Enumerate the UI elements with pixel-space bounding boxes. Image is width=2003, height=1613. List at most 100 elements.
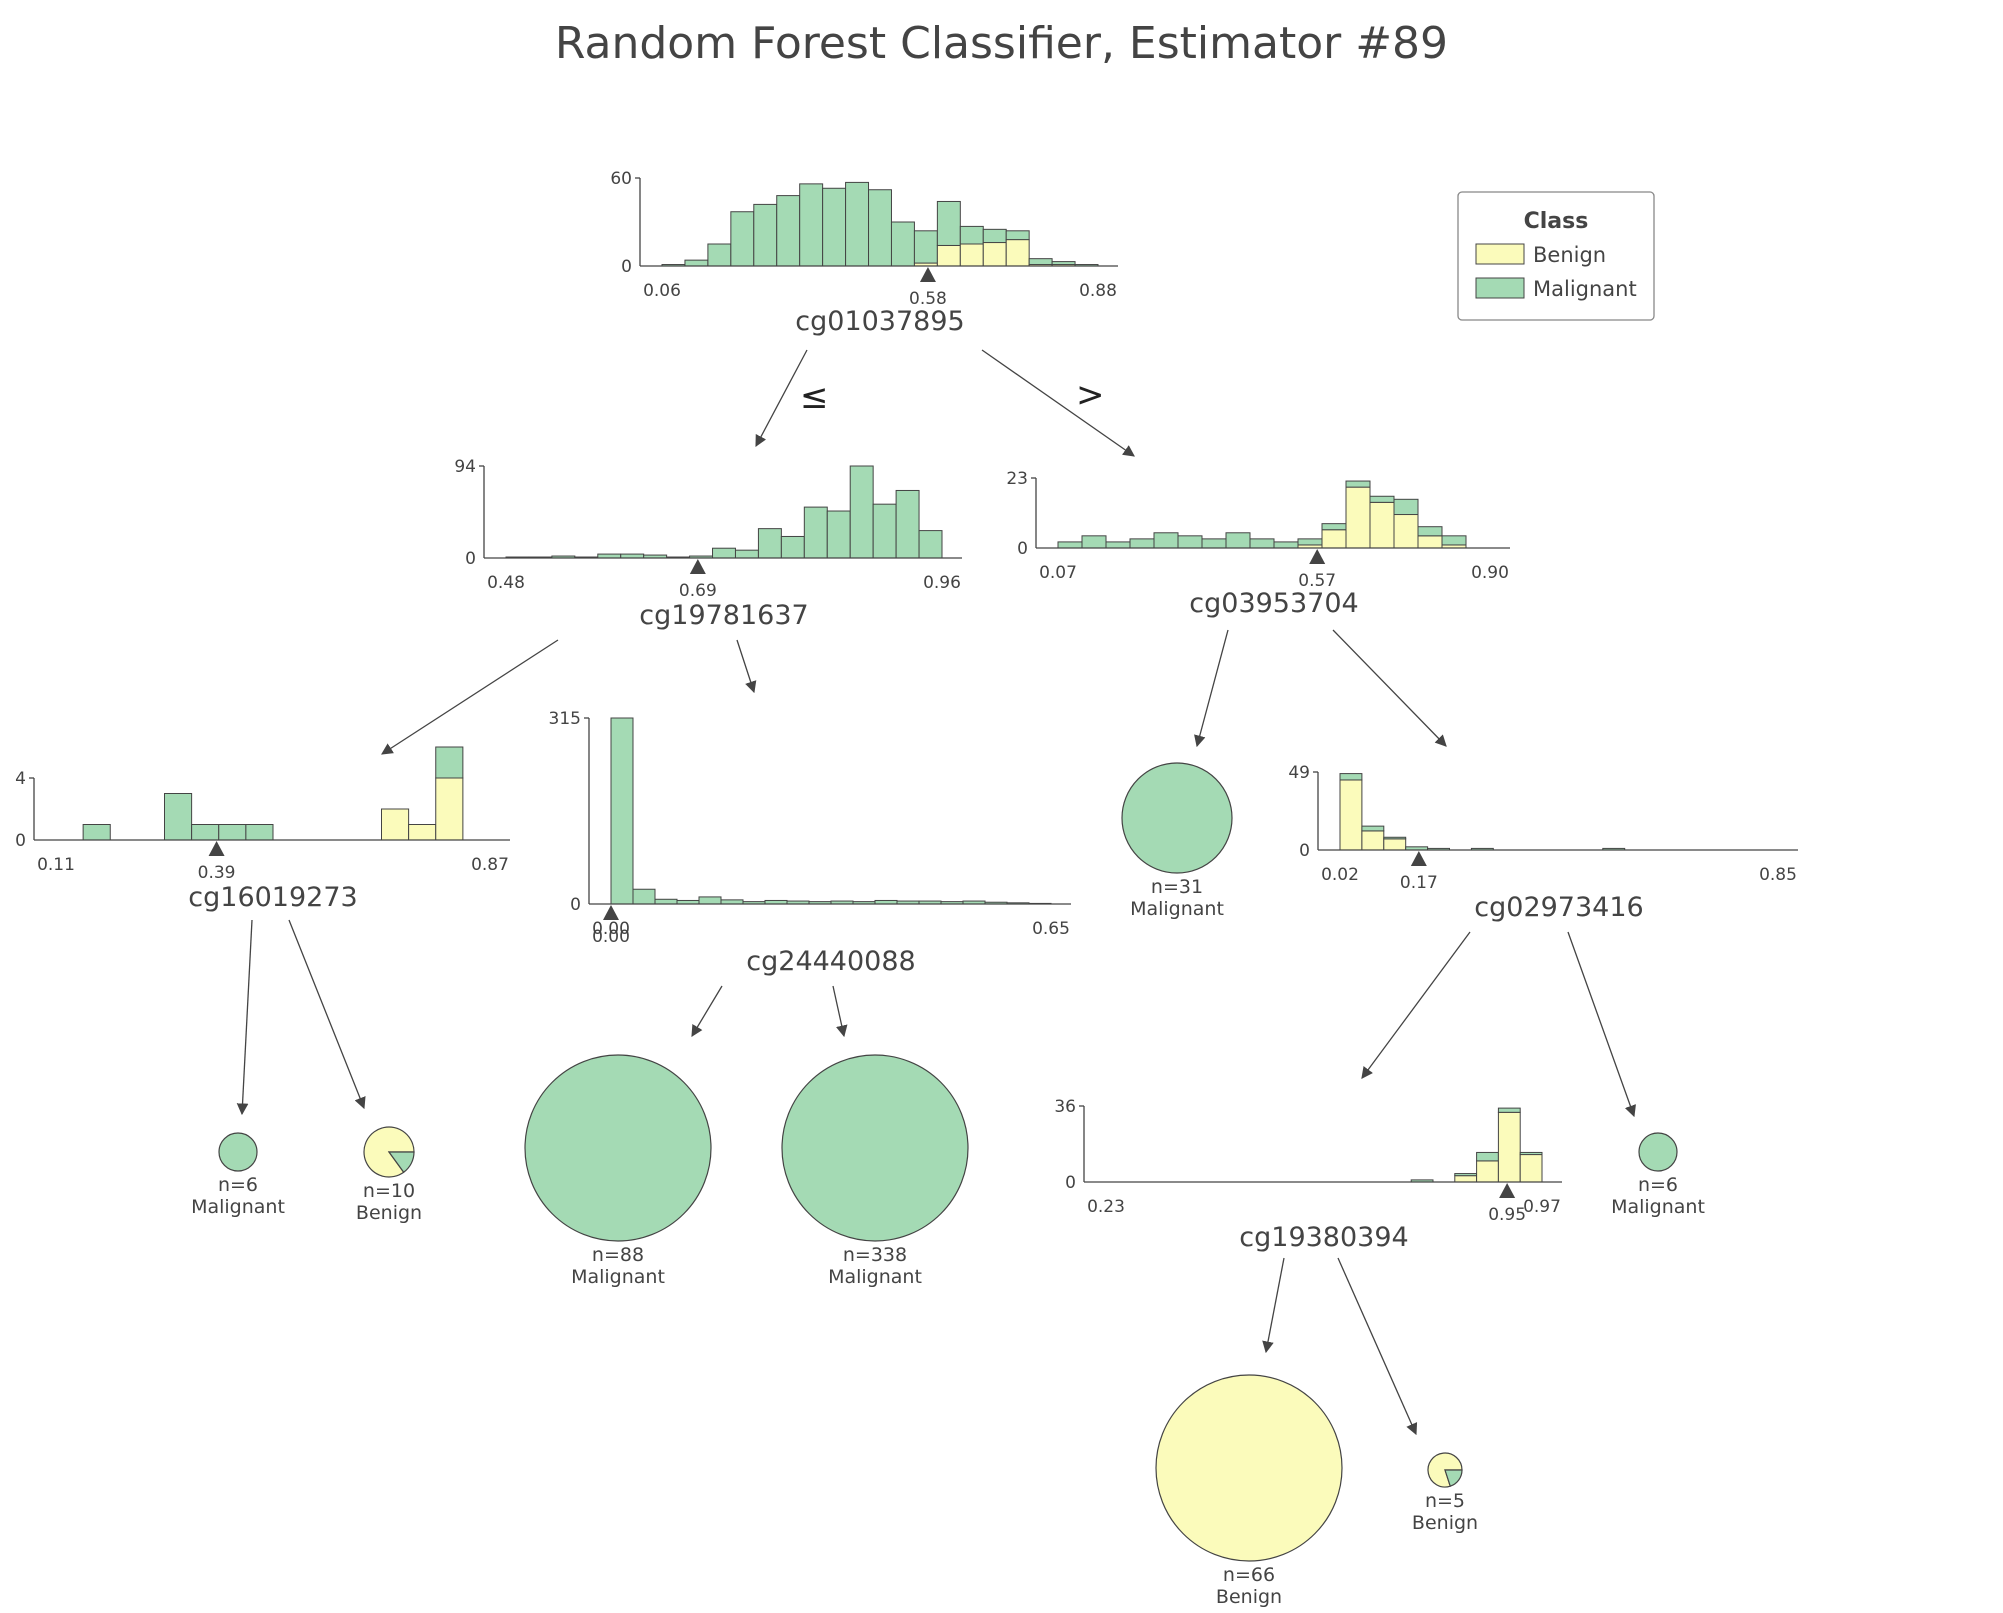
x-tick-label-max: 0.87 <box>471 855 509 875</box>
histogram-bar-malignant <box>826 510 851 559</box>
edge-n0-n2 <box>981 349 1135 457</box>
histogram-bar-malignant <box>776 195 801 267</box>
legend-label-malignant: Malignant <box>1533 277 1637 301</box>
histogram-bar-malignant <box>1129 538 1155 549</box>
feature-name: cg24440088 <box>746 946 915 977</box>
y-tick-label-min: 0 <box>1065 1173 1076 1193</box>
feature-name: cg01037895 <box>795 306 964 337</box>
histogram-bar-malignant <box>1201 538 1227 549</box>
histogram-bar-malignant <box>780 535 805 559</box>
histogram-bar-malignant <box>1321 523 1347 531</box>
edge-n1-n4 <box>736 639 757 694</box>
x-tick-label-max: 0.97 <box>1523 1197 1561 1217</box>
histogram-bar-malignant <box>610 717 634 905</box>
split-marker <box>919 267 936 282</box>
histogram-bar-malignant <box>654 898 678 905</box>
histogram-bar-malignant <box>245 824 274 841</box>
split-threshold-label: 0.39 <box>198 863 236 883</box>
leaf-class-label: Benign <box>1412 1512 1478 1534</box>
x-tick-label-min: 0.00 <box>592 919 630 939</box>
edge-n1-n3 <box>381 639 559 755</box>
histogram-bar-malignant <box>684 259 709 267</box>
histogram-bar-malignant <box>753 203 778 267</box>
leaf-sample-count: n=6 <box>218 1174 258 1196</box>
page-title: Random Forest Classifier, Estimator #89 <box>554 18 1449 69</box>
leaf-class-label: Benign <box>356 1202 422 1224</box>
histogram-bar-malignant <box>698 896 722 905</box>
histogram-bar-benign <box>1393 514 1419 549</box>
edge-n2-l0 <box>1194 629 1229 748</box>
y-tick-label-max: 60 <box>610 169 632 189</box>
tree-edges <box>236 349 1636 1436</box>
x-tick-label-min: 0.02 <box>1321 865 1359 885</box>
split-marker <box>1309 549 1326 564</box>
histogram-bar-malignant <box>1497 1107 1521 1113</box>
leaf-class-label: Malignant <box>1130 898 1224 920</box>
leaf-sample-count: n=10 <box>363 1180 415 1202</box>
split-threshold-label: 0.69 <box>679 581 717 601</box>
histogram-bar-malignant <box>1441 535 1467 546</box>
x-tick-label-min: 0.48 <box>487 573 525 593</box>
feature-name: cg02973416 <box>1474 892 1643 923</box>
histogram-bar-benign <box>959 243 984 267</box>
histogram-bar-malignant <box>918 530 943 559</box>
histogram-bar-malignant <box>1454 1173 1478 1177</box>
y-tick-label-max: 36 <box>1054 1097 1076 1117</box>
histogram-bar-malignant <box>1005 230 1030 241</box>
histogram-bar-malignant <box>1081 535 1107 549</box>
histogram-bar-malignant <box>849 465 874 559</box>
histogram-bar-benign <box>936 244 961 267</box>
histogram-bar-malignant <box>757 528 782 559</box>
x-tick-label-min: 0.06 <box>643 281 681 301</box>
leaf-class-label: Malignant <box>828 1266 922 1288</box>
y-tick-label-max: 49 <box>1288 763 1310 783</box>
histogram-bar-benign <box>1361 830 1385 851</box>
feature-name: cg16019273 <box>188 882 357 913</box>
leaf-sample-count: n=66 <box>1223 1564 1275 1586</box>
histogram-bar-malignant <box>734 549 759 559</box>
leaf-pie <box>524 1054 712 1242</box>
histogram-bar-malignant <box>1028 258 1053 266</box>
histogram-bar-malignant <box>435 746 464 779</box>
histogram-bar-benign <box>1369 501 1395 549</box>
histogram-bar-malignant <box>707 243 732 267</box>
histogram-bar-malignant <box>1361 825 1385 832</box>
leaf-class-label: Malignant <box>571 1266 665 1288</box>
legend-swatch-malignant <box>1475 277 1525 299</box>
x-tick-label-max: 0.85 <box>1759 865 1797 885</box>
leaf-sample-count: n=5 <box>1425 1490 1465 1512</box>
feature-name: cg19380394 <box>1239 1222 1408 1253</box>
y-tick-label-max: 4 <box>15 769 26 789</box>
leaf-pie-malignant-slice <box>1444 1469 1463 1487</box>
histogram-bar-malignant <box>1519 1151 1543 1156</box>
x-tick-label-max: 0.65 <box>1032 919 1070 939</box>
histogram-bar-malignant <box>1177 535 1203 549</box>
histogram-bar-benign <box>1497 1111 1521 1183</box>
histogram-bar-malignant <box>890 221 915 267</box>
edge-label-left: ≤ <box>800 377 829 417</box>
histogram-bar-malignant <box>1057 541 1083 549</box>
leaf-pie <box>1121 762 1233 874</box>
edge-n5-n6 <box>1361 931 1471 1079</box>
leaf-class-label: Benign <box>1216 1586 1282 1608</box>
edge-n3-l2 <box>288 919 366 1110</box>
histogram-bar-malignant <box>872 503 897 559</box>
split-marker <box>689 559 706 574</box>
feature-name: cg19781637 <box>639 600 808 631</box>
histogram-bar-malignant <box>959 225 984 245</box>
x-tick-label-max: 0.90 <box>1471 563 1509 583</box>
y-tick-label-min: 0 <box>1299 841 1310 861</box>
edge-label-right: > <box>1076 375 1105 415</box>
histogram-bar-malignant <box>1051 261 1076 266</box>
